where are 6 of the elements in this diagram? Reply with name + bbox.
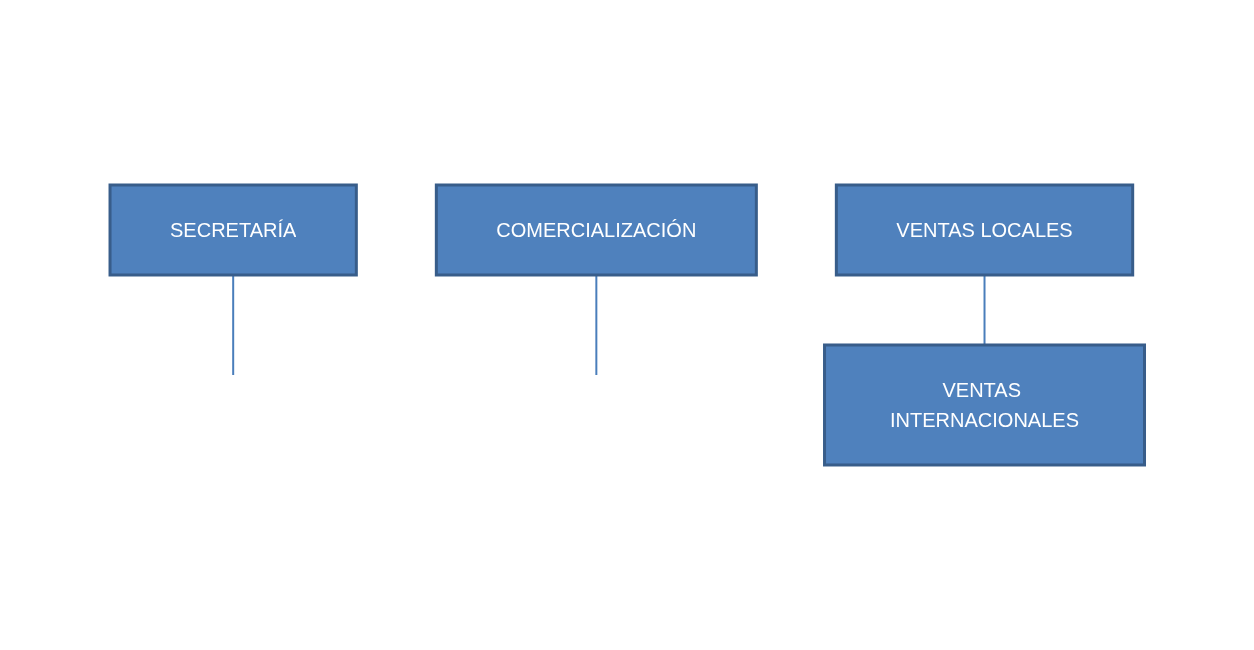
connector (595, 274, 598, 376)
node-box: SECRETARÍA (108, 183, 358, 277)
node-box: VENTAS LOCALES (834, 183, 1134, 277)
node-box: COMERCIALIZACIÓN (434, 183, 758, 277)
connector (231, 274, 234, 376)
node-box: VENTAS INTERNACIONALES (822, 343, 1146, 467)
